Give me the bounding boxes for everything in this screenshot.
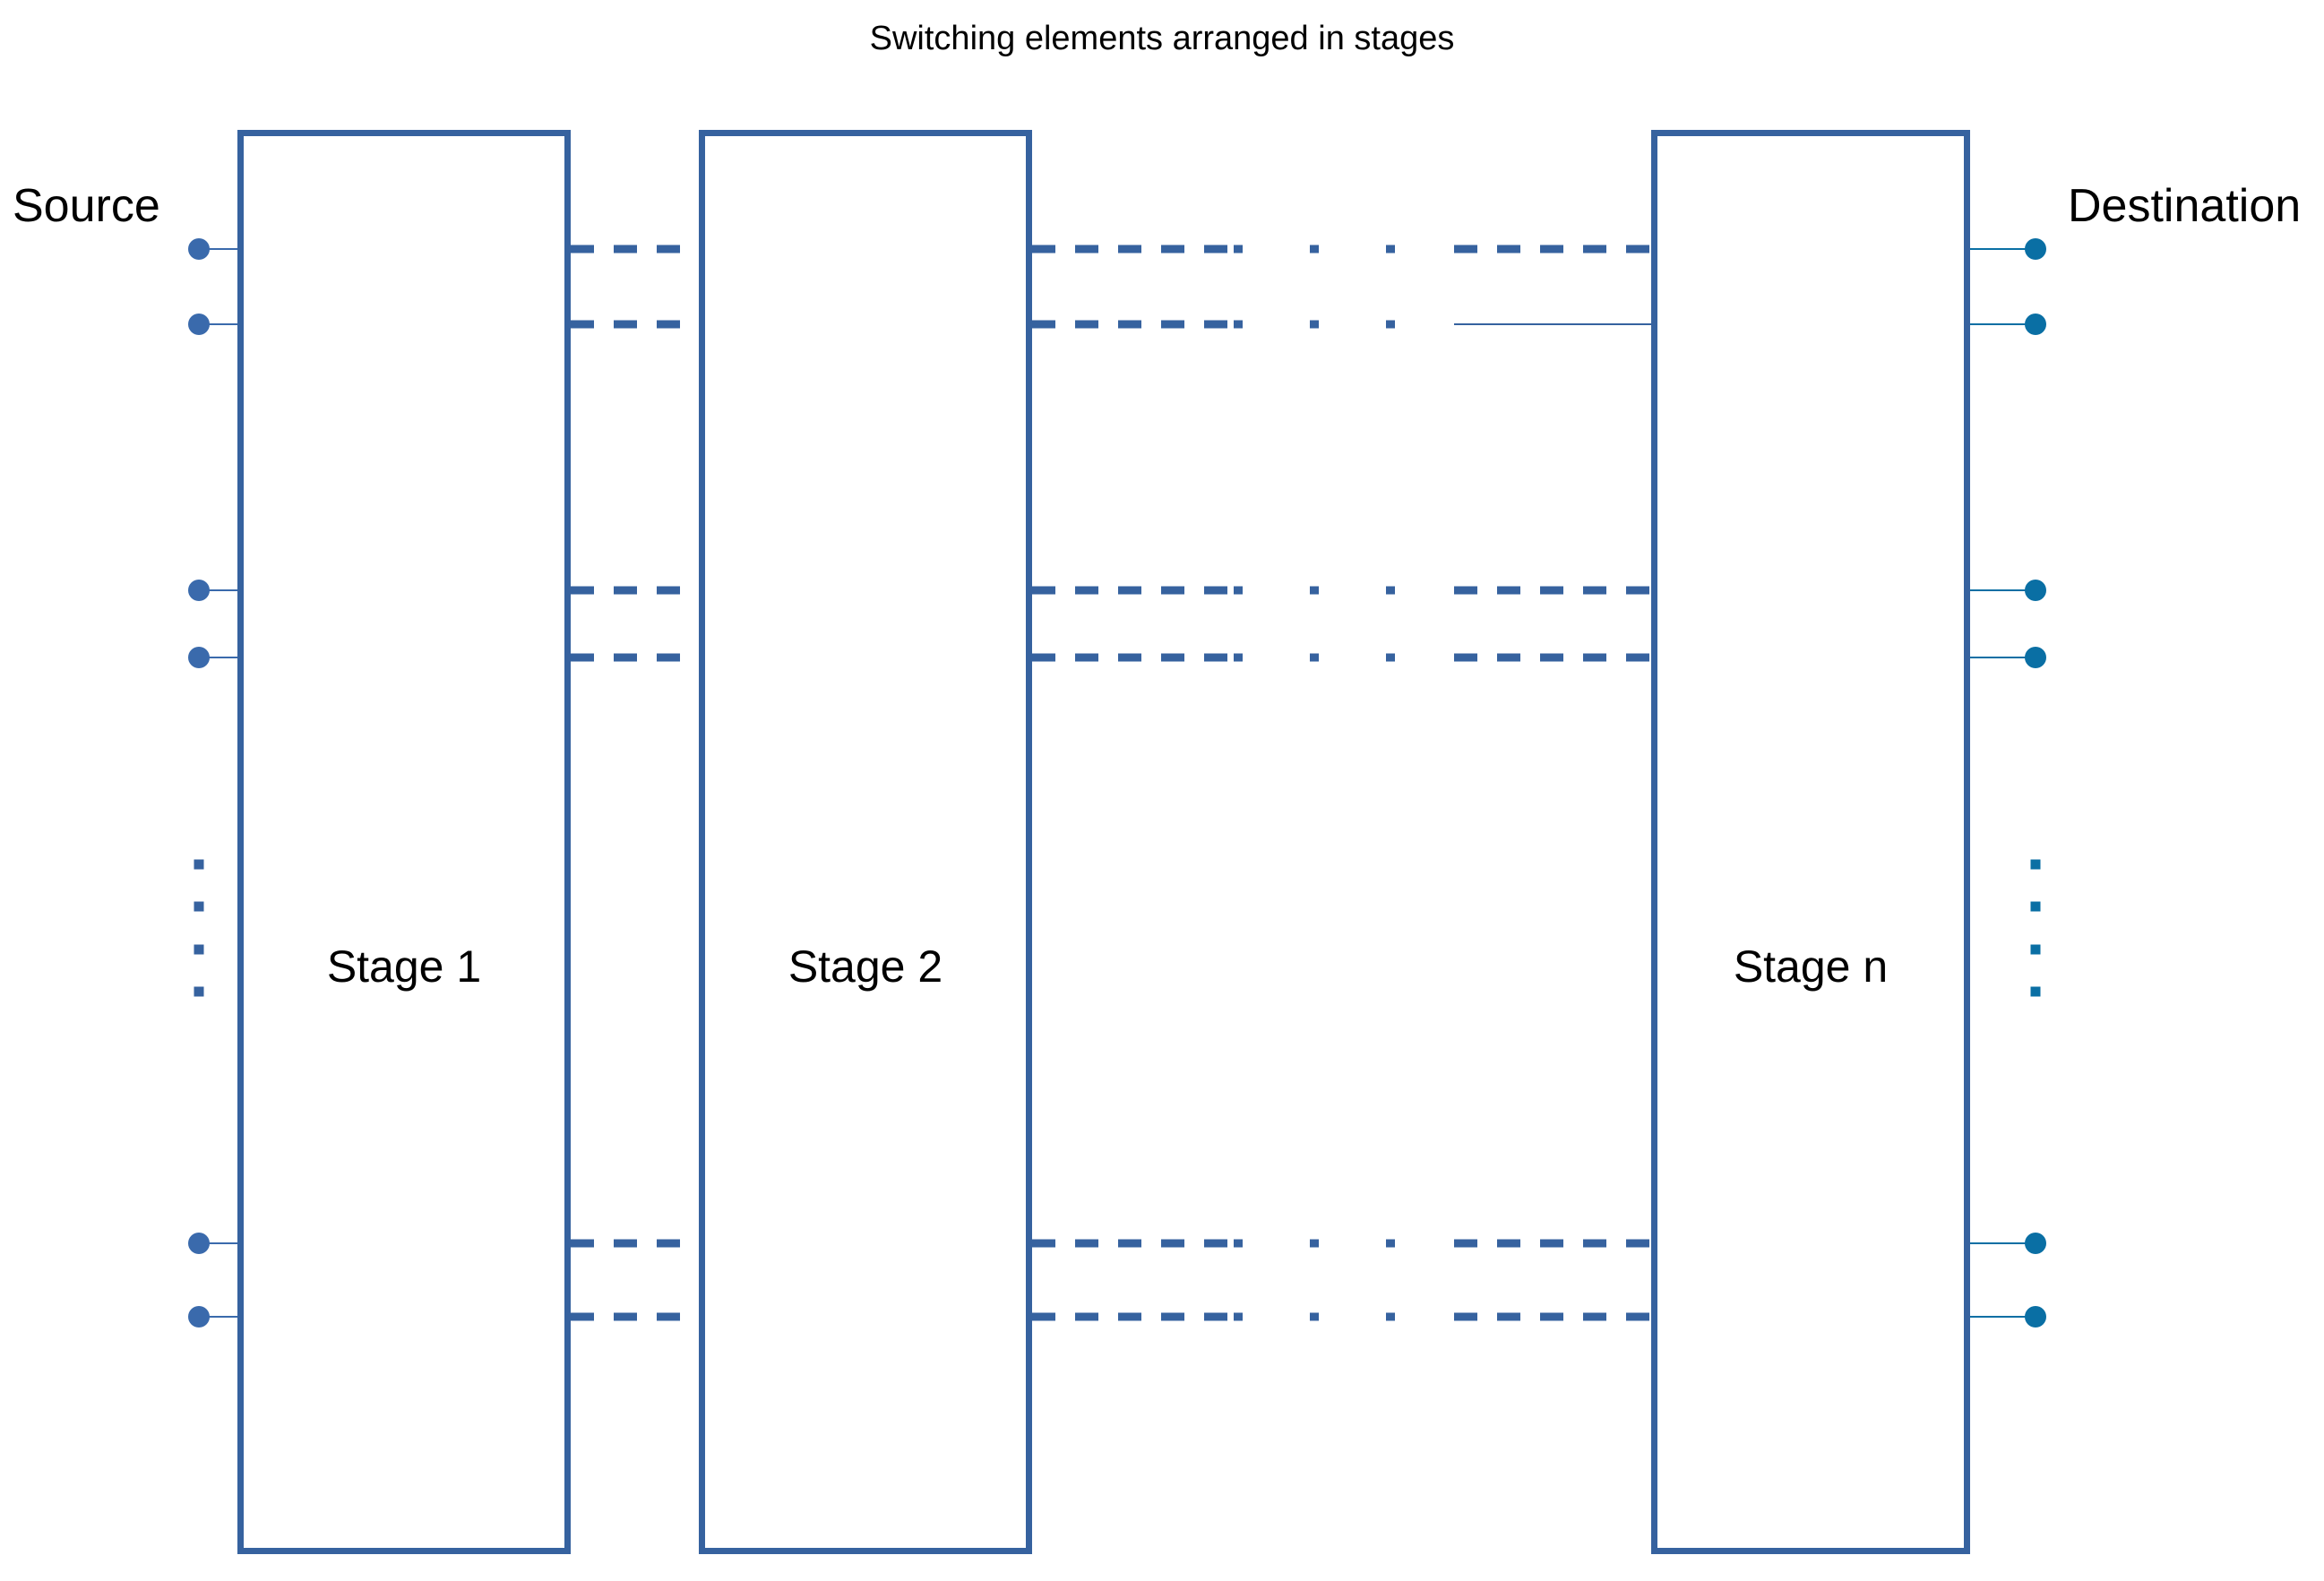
source-ellipsis-dot-1 xyxy=(194,859,204,870)
source-stub-1 xyxy=(199,248,237,250)
link-ellipsis-horizontal-4 xyxy=(1234,653,1454,662)
stage-box-n[interactable]: Stage n xyxy=(1651,130,1970,1554)
destination-node-6 xyxy=(2025,1306,2046,1328)
destination-node-3 xyxy=(2025,580,2046,601)
destination-ellipsis-dot-2 xyxy=(2030,901,2041,912)
link-stage2-dash-1 xyxy=(1032,245,1234,253)
stage-box-2[interactable]: Stage 2 xyxy=(699,130,1032,1554)
destination-stub-4 xyxy=(1970,657,2036,658)
source-node-3 xyxy=(188,580,210,601)
link-ellipsis-horizontal-1 xyxy=(1234,245,1454,253)
stage-label-2: Stage 2 xyxy=(788,941,943,992)
destination-label: Destination xyxy=(2068,180,2302,232)
link-stage1-stage2-4 xyxy=(571,653,699,662)
stage-label-1: Stage 1 xyxy=(326,941,482,992)
destination-node-1 xyxy=(2025,238,2046,260)
link-stage1-stage2-5 xyxy=(571,1239,699,1248)
link-stage2-dash-6 xyxy=(1032,1312,1234,1321)
destination-stub-2 xyxy=(1970,323,2036,325)
source-stub-4 xyxy=(199,657,237,658)
stage-box-1[interactable]: Stage 1 xyxy=(237,130,571,1554)
link-stage2-dash-2 xyxy=(1032,320,1234,329)
source-stub-3 xyxy=(199,589,237,591)
source-label: Source xyxy=(13,180,160,232)
link-stage1-stage2-6 xyxy=(571,1312,699,1321)
destination-ellipsis-dot-1 xyxy=(2030,859,2041,870)
link-stage1-stage2-3 xyxy=(571,586,699,595)
link-stagen-dash-3 xyxy=(1454,586,1651,595)
destination-stub-1 xyxy=(1970,248,2036,250)
source-node-1 xyxy=(188,238,210,260)
destination-node-2 xyxy=(2025,314,2046,335)
link-stage2-dash-3 xyxy=(1032,586,1234,595)
stage-label-n: Stage n xyxy=(1733,941,1889,992)
link-stagen-dash-6 xyxy=(1454,1312,1651,1321)
link-stage1-stage2-2 xyxy=(571,320,699,329)
link-ellipsis-horizontal-6 xyxy=(1234,1312,1454,1321)
source-node-6 xyxy=(188,1306,210,1328)
destination-stub-5 xyxy=(1970,1242,2036,1244)
source-ellipsis-dot-4 xyxy=(194,986,204,997)
link-stage2-dash-5 xyxy=(1032,1239,1234,1248)
link-stagen-dash-1 xyxy=(1454,245,1651,253)
link-ellipsis-horizontal-3 xyxy=(1234,586,1454,595)
destination-ellipsis-dot-3 xyxy=(2030,944,2041,955)
link-stagen-dash-5 xyxy=(1454,1239,1651,1248)
link-stage1-stage2-1 xyxy=(571,245,699,253)
source-stub-2 xyxy=(199,323,237,325)
source-ellipsis-dot-2 xyxy=(194,901,204,912)
link-ellipsis-horizontal-2 xyxy=(1234,320,1454,329)
destination-stub-6 xyxy=(1970,1316,2036,1318)
link-ellipsis-horizontal-5 xyxy=(1234,1239,1454,1248)
link-stagen-dash-4 xyxy=(1454,653,1651,662)
source-stub-5 xyxy=(199,1242,237,1244)
source-stub-6 xyxy=(199,1316,237,1318)
source-ellipsis-dot-3 xyxy=(194,944,204,955)
page-title: Switching elements arranged in stages xyxy=(869,20,1455,57)
source-node-5 xyxy=(188,1233,210,1254)
destination-node-4 xyxy=(2025,647,2046,668)
destination-ellipsis-dot-4 xyxy=(2030,986,2041,997)
source-node-2 xyxy=(188,314,210,335)
source-node-4 xyxy=(188,647,210,668)
destination-node-5 xyxy=(2025,1233,2046,1254)
destination-stub-3 xyxy=(1970,589,2036,591)
link-stage2-dash-4 xyxy=(1032,653,1234,662)
link-stagen-thin-2 xyxy=(1454,323,1651,325)
